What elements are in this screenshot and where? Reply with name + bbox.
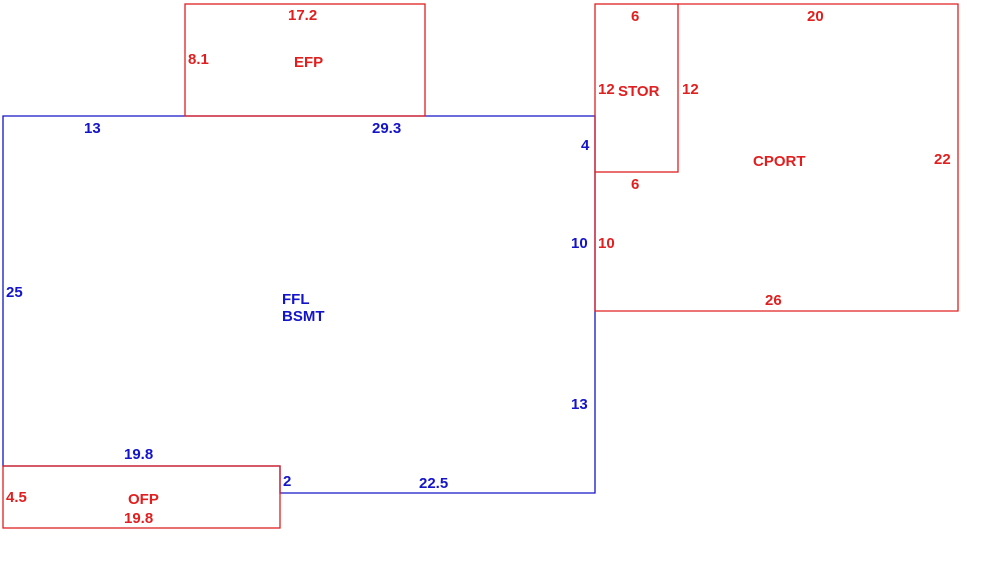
stor-area-label: STOR [618,83,660,100]
stor-dim-right: 12 [682,81,699,98]
main-dim-bottom-right: 22.5 [419,475,448,492]
ofp-dim-bottom: 19.8 [124,510,153,527]
efp-dim-top: 17.2 [288,7,317,24]
cport-dim-bottom: 26 [765,292,782,309]
main-area-label-line2: BSMT [282,308,325,325]
main-dim-right-upper: 4 [581,137,590,154]
efp-dim-left: 8.1 [188,51,209,68]
cport-dim-left: 10 [598,235,615,252]
stor-dim-left: 12 [598,81,615,98]
ofp-area-label: OFP [128,491,159,508]
main-dim-right-lower: 13 [571,396,588,413]
main-dim-step: 2 [283,473,291,490]
ofp-dim-left: 4.5 [6,489,27,506]
cport-outline [594,3,959,312]
efp-area-label: EFP [294,54,323,71]
main-dim-bottom-left: 19.8 [124,446,153,463]
stor-dim-bottom: 6 [631,176,639,193]
ofp-outline [2,465,281,529]
main-dim-right-mid: 10 [571,235,588,252]
stor-dim-top: 6 [631,8,639,25]
cport-dim-right: 22 [934,151,951,168]
cport-dim-top: 20 [807,8,824,25]
main-dim-left: 25 [6,284,23,301]
main-area-label-line1: FFL [282,291,310,308]
cport-area-label: CPORT [753,153,806,170]
main-dim-top-left: 13 [84,120,101,137]
efp-outline [184,3,426,117]
stor-outline [594,3,679,173]
main-dim-top-right: 29.3 [372,120,401,137]
